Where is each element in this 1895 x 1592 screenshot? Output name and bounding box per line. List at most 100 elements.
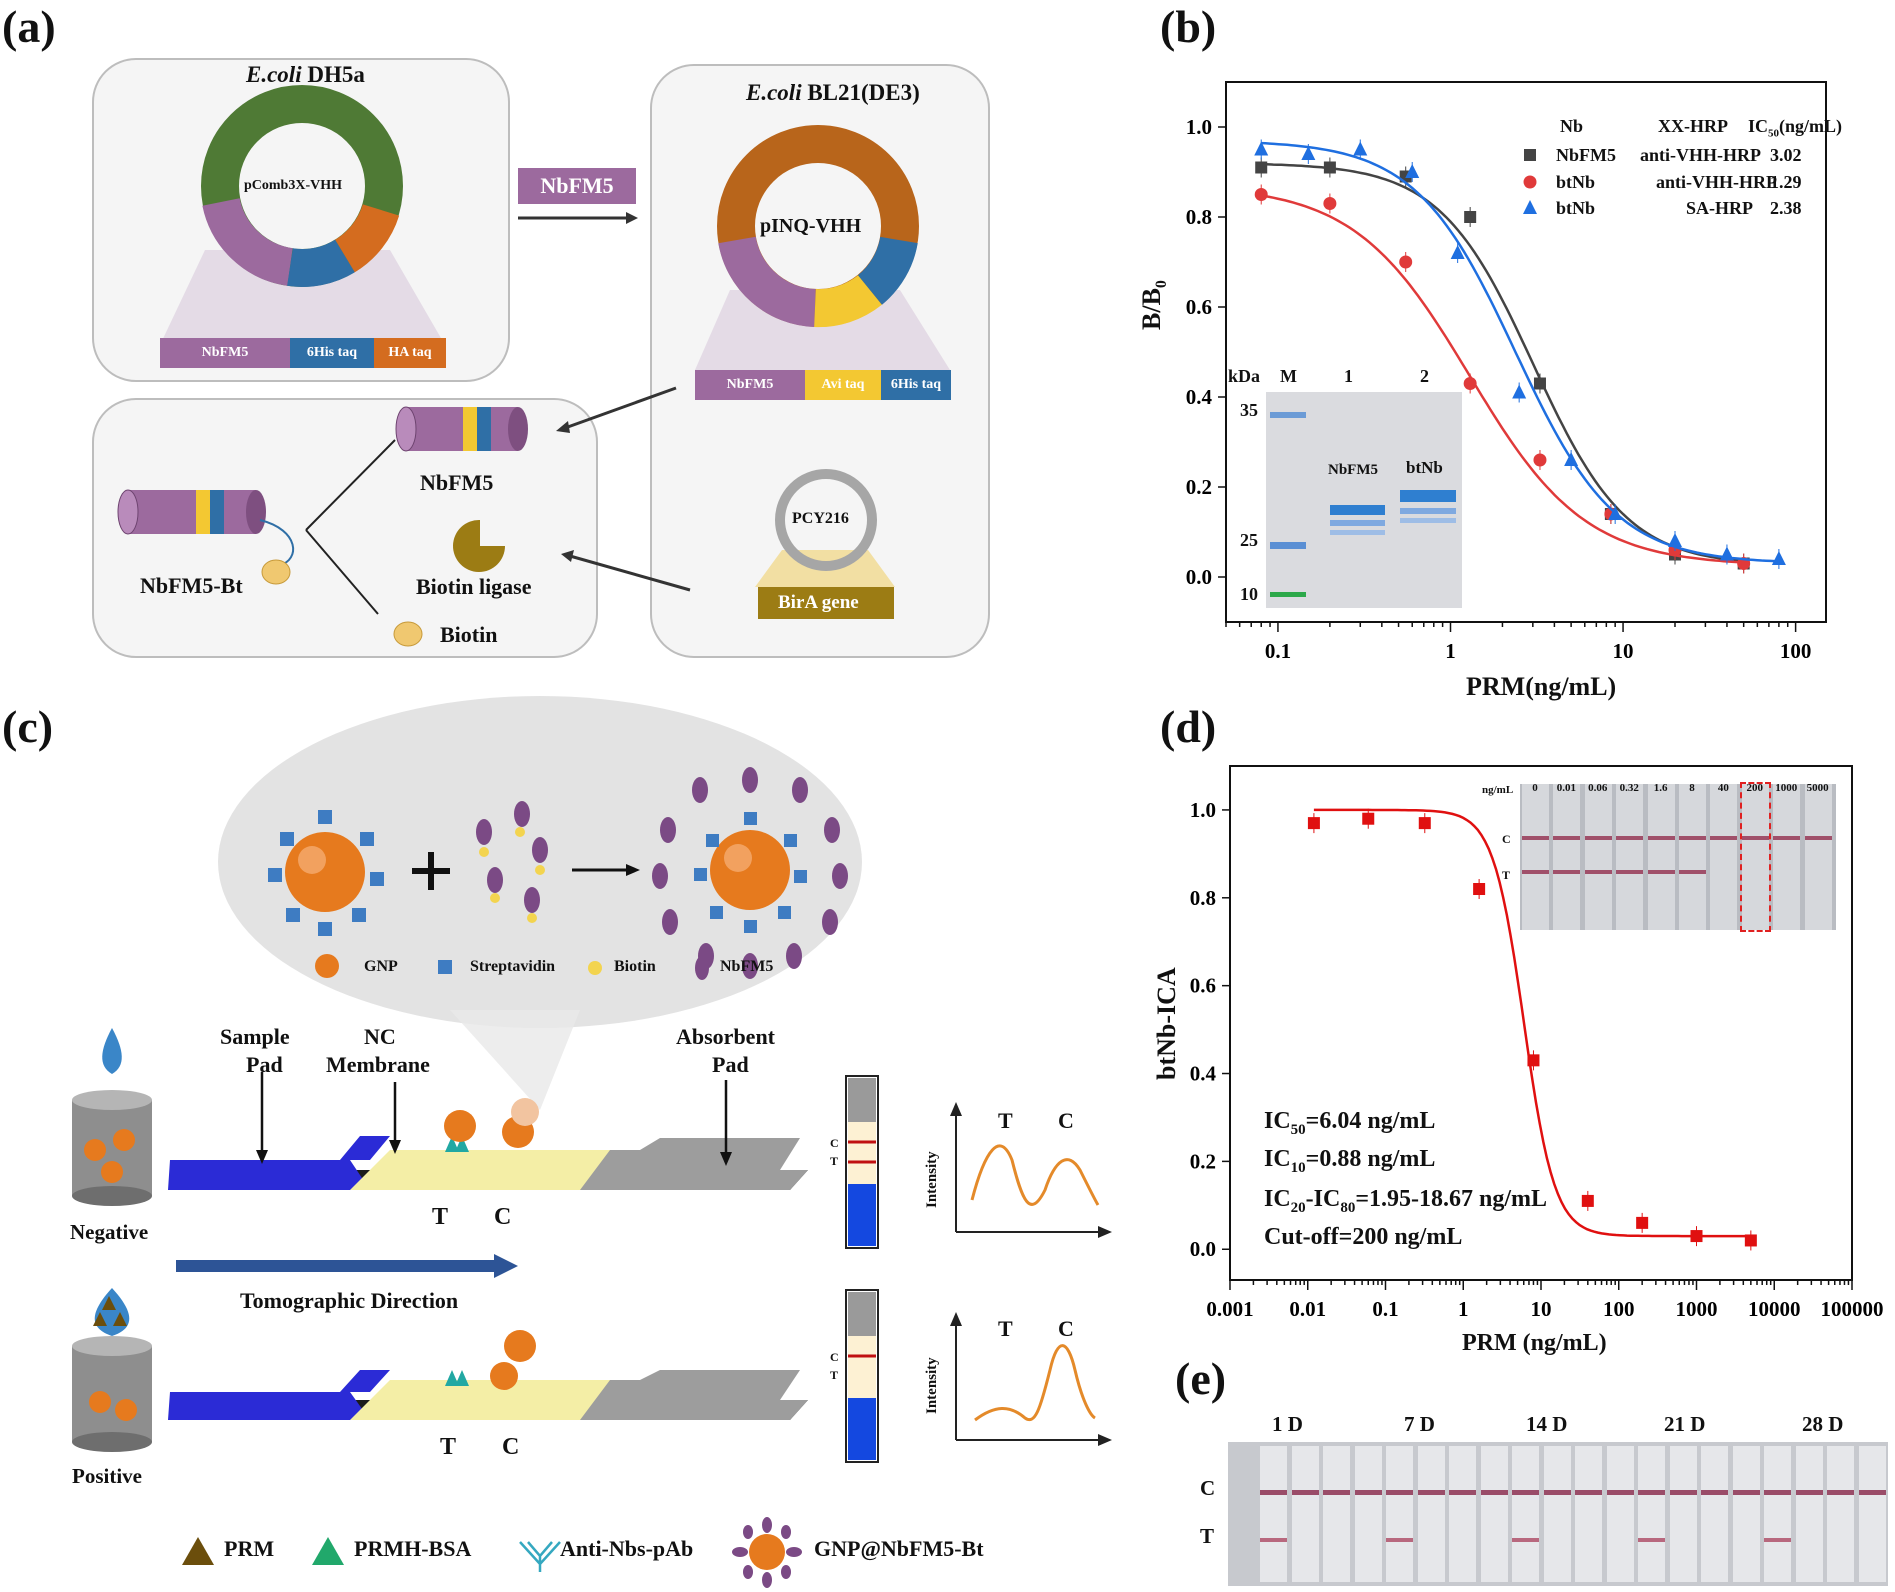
inset-t-line [1647, 870, 1675, 874]
stability-strip [1386, 1446, 1413, 1582]
inset-strip [1616, 784, 1644, 930]
inset-conc-label: 40 [1717, 782, 1729, 794]
arrow-to-ligase [569, 554, 691, 592]
strip-inset [1520, 782, 1836, 932]
inset-strip [1804, 784, 1832, 930]
absorbent-label: Absorbent [676, 1024, 776, 1049]
stability-strip [1417, 1446, 1445, 1582]
data-point [1744, 1234, 1757, 1247]
x-tick-label: 10 [1613, 639, 1634, 663]
x-tick-label: 1000 [1676, 1297, 1718, 1321]
inset-strip [1739, 782, 1771, 932]
strip-c-line [1732, 1490, 1760, 1495]
absorbent-pad-pos [580, 1370, 808, 1420]
pos-c-label: C [502, 1434, 520, 1460]
nbfm5-bt-label: NbFM5-Bt [140, 573, 243, 598]
gel-kda: kDa [1228, 366, 1261, 386]
data-point [1464, 211, 1477, 223]
data-point [1771, 551, 1786, 565]
data-point [1323, 197, 1337, 210]
legend-row-3-ic50: 2.38 [1770, 198, 1802, 218]
sample-pad-pos [168, 1370, 390, 1420]
absorbent-pad-neg [580, 1138, 808, 1190]
stability-strip [1764, 1446, 1791, 1582]
stability-strip [1606, 1446, 1634, 1582]
legend-row-3-name: btNb [1556, 198, 1596, 218]
day-14: 14 D [1526, 1412, 1568, 1436]
inset-conc-label: 0.01 [1556, 782, 1577, 794]
legend-nbfm5: NbFM5 [720, 958, 774, 975]
inset-t-line [1679, 870, 1706, 874]
absorbent-pad-label: Pad [712, 1052, 749, 1077]
data-point [1255, 161, 1268, 174]
day-1: 1 D [1272, 1412, 1303, 1436]
strip-c-line [1260, 1490, 1287, 1495]
marker-band-35 [1270, 412, 1306, 418]
x-tick-label: 0.1 [1372, 1297, 1398, 1321]
y-tick-label: 0.6 [1190, 974, 1216, 998]
data-point [1668, 533, 1683, 547]
inset-c-line [1679, 836, 1706, 840]
strip-c-line [1323, 1490, 1350, 1495]
inset-c-line [1741, 836, 1769, 840]
strip-c-line [1449, 1490, 1476, 1495]
data-point [1405, 164, 1420, 178]
inset-c-line [1553, 836, 1581, 840]
plasmid-1-ha-segment [334, 203, 400, 273]
legend-marker [1524, 149, 1536, 161]
inset-conc-label: 8 [1689, 782, 1695, 794]
neg-c-label: C [494, 1204, 512, 1230]
data-point [1450, 245, 1465, 259]
legend-marker [1523, 200, 1537, 214]
x-tick-label: 1 [1445, 639, 1456, 663]
strip-c-line [1512, 1490, 1539, 1495]
panel-label-c: (c) [2, 701, 54, 752]
host2-title: E.coli BL21(DE3) [746, 80, 920, 105]
bottom-legend-prmh-bsa: PRMH-BSA [354, 1536, 472, 1561]
legend-row-2-ic50: 1.29 [1770, 172, 1802, 192]
plasmid-2-vhh-segment [718, 236, 817, 327]
positive-intensity-curve [974, 1344, 1096, 1422]
pos-cassette-c: C [830, 1350, 839, 1364]
data-point [1564, 452, 1579, 466]
pos-plot-t: T [998, 1316, 1013, 1341]
legend-row-1-name: NbFM5 [1556, 145, 1616, 165]
y-tick-label: 1.0 [1186, 115, 1212, 139]
plasmid-2-label: pINQ-VHH [760, 215, 862, 237]
sample-pad-label: Pad [246, 1052, 283, 1077]
x-tick-label: 10 [1531, 1297, 1552, 1321]
legend-gnp: GNP [364, 958, 398, 975]
inset-conc-label: 0 [1532, 782, 1538, 794]
bottom-legend-prm: PRM [224, 1536, 275, 1561]
btnb-band [1400, 490, 1456, 502]
biotin-icon [588, 961, 602, 975]
inset-c-line [1522, 836, 1549, 840]
stability-strip [1827, 1446, 1854, 1582]
direction-arrow [176, 1260, 496, 1272]
streptavidin-icon [438, 960, 452, 974]
x-tick-label: 100 [1780, 639, 1812, 663]
gel-lane-1: 1 [1344, 366, 1353, 386]
plasmid-1-his-segment [287, 239, 355, 287]
inset-c-line [1773, 836, 1801, 840]
chart-d-ylabel: btNb-ICA [1152, 967, 1181, 1080]
annotation-ic10: IC10=0.88 ng/mL [1264, 1146, 1436, 1176]
droplet-icon [102, 1028, 122, 1074]
stability-strip [1575, 1446, 1602, 1582]
plasmid-3-ring [775, 469, 877, 571]
inset-strip [1522, 784, 1549, 930]
strip-c-line [1827, 1490, 1854, 1495]
x-tick-label: 0.001 [1206, 1297, 1253, 1321]
nbfm5-bt-cylinder [128, 490, 256, 534]
bottom-legend-anti-nbs: Anti-Nbs-pAb [560, 1536, 694, 1561]
marker-band-25 [1270, 542, 1306, 549]
strip-c-line [1858, 1490, 1886, 1495]
host1-title: E.coli DH5a [246, 62, 365, 87]
chart-b-xlabel: PRM(ng/mL) [1466, 672, 1617, 701]
inset-conc-label: 1000 [1775, 782, 1798, 794]
positive-label: Positive [72, 1464, 142, 1488]
strip-c-line [1354, 1490, 1382, 1495]
data-point [1512, 384, 1527, 399]
prm-icon [182, 1537, 214, 1565]
